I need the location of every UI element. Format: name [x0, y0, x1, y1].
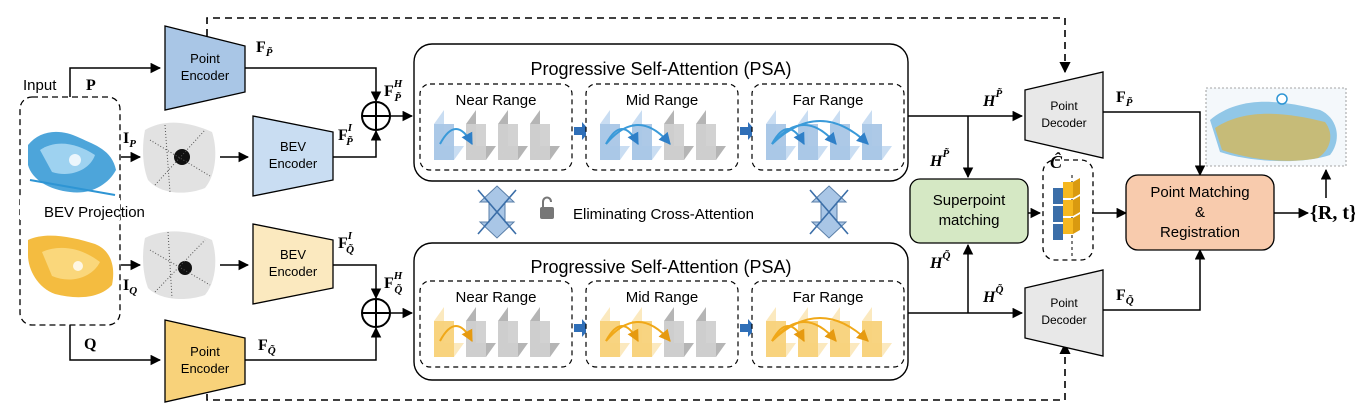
h-q-label-2: HQ̃ [982, 283, 1003, 306]
fusion-operator-bottom [361, 298, 391, 328]
bev-image-q-label: IQ [123, 277, 137, 297]
input-group: Input BEV Projection [19, 76, 145, 326]
cross-attention-icon-right [809, 185, 849, 239]
range-panels-top: Near Range Mid Range Far Range [419, 83, 905, 171]
fusion-arrows [245, 67, 414, 361]
svg-text:Encoder: Encoder [181, 68, 230, 83]
target-cloud-label: Q [84, 336, 96, 353]
bev-image-p [143, 122, 216, 193]
svg-text:Superpoint: Superpoint [933, 192, 1006, 209]
point-matching-box: Point Matching & Registration [1125, 174, 1275, 251]
point-encoder-bottom: Point Encoder [164, 319, 246, 403]
lock-icon [540, 196, 554, 219]
range-panel: Mid Range [585, 280, 739, 368]
correspondence-label: Ĉ [1050, 151, 1063, 172]
svg-text:Point: Point [1050, 296, 1078, 310]
range-panel: Near Range [419, 280, 573, 368]
psa-title-bottom: Progressive Self-Attention (PSA) [530, 257, 791, 277]
point-encoder-top: Point Encoder [164, 25, 246, 111]
skip-connections [206, 17, 1071, 401]
svg-text:matching: matching [939, 212, 1000, 229]
svg-text:Decoder: Decoder [1041, 313, 1086, 327]
svg-text:Point: Point [1050, 99, 1078, 113]
correspondence-set [1042, 159, 1094, 261]
range-label: Far Range [793, 289, 864, 306]
svg-text:Point: Point [190, 51, 220, 66]
range-panel: Near Range [419, 83, 573, 171]
psa-output-arrows [908, 110, 1332, 319]
range-label: Mid Range [626, 289, 699, 306]
range-label: Near Range [456, 92, 537, 109]
h-p-label-1: HP̃ [982, 87, 1002, 110]
svg-text:Registration: Registration [1160, 224, 1240, 241]
source-point-cloud [28, 131, 116, 196]
bev-image-p-label: IP [123, 130, 136, 150]
feat-point-q-label: FQ̃ [258, 337, 276, 357]
superpoint-matching-box: Superpoint matching [909, 178, 1029, 244]
fusion-operator-top [361, 101, 391, 131]
input-arrows [69, 62, 250, 366]
bev-image-q [143, 231, 216, 300]
psa-block-top: Progressive Self-Attention (PSA) Near Ra… [413, 43, 909, 182]
range-panel: Far Range [751, 83, 905, 171]
svg-text:Encoder: Encoder [269, 156, 318, 171]
bev-projection-label: BEV Projection [44, 204, 145, 221]
psa-title-top: Progressive Self-Attention (PSA) [530, 59, 791, 79]
cross-attention-icon-left [477, 185, 517, 239]
source-cloud-label: P [86, 77, 96, 94]
input-label: Input [23, 77, 57, 94]
range-panels-bottom: Near Range Mid Range Far Range [419, 280, 905, 368]
feat-point-p-label: FP̃ [256, 39, 273, 59]
point-decoder-bottom: Point Decoder [1024, 269, 1104, 357]
range-panel: Mid Range [585, 83, 739, 171]
range-label: Near Range [456, 289, 537, 306]
svg-text:BEV: BEV [280, 139, 306, 154]
correspondence-pairs-icon [1053, 178, 1080, 240]
range-panel: Far Range [751, 280, 905, 368]
point-decoder-top: Point Decoder [1024, 71, 1104, 159]
registered-point-cloud [1205, 87, 1347, 167]
output-label: {R, t} [1310, 202, 1355, 224]
range-label: Far Range [793, 92, 864, 109]
bev-encoder-top: BEV Encoder [252, 115, 334, 197]
bev-encoder-bottom: BEV Encoder [252, 223, 334, 305]
decoded-q-label: FQ̃ [1116, 287, 1134, 307]
eliminating-label: Eliminating Cross-Attention [573, 206, 754, 223]
h-p-label-2: HP̃ [929, 147, 949, 170]
svg-text:BEV: BEV [280, 247, 306, 262]
svg-text:Encoder: Encoder [181, 361, 230, 376]
range-label: Mid Range [626, 92, 699, 109]
decoded-p-label: FP̃ [1116, 89, 1133, 109]
svg-text:Point Matching: Point Matching [1150, 184, 1249, 201]
svg-text:Decoder: Decoder [1041, 116, 1086, 130]
h-q-label-1: HQ̃ [929, 249, 950, 272]
target-point-cloud [28, 235, 114, 298]
svg-text:&: & [1195, 204, 1205, 221]
svg-text:Encoder: Encoder [269, 264, 318, 279]
svg-text:Point: Point [190, 344, 220, 359]
psa-block-bottom: Progressive Self-Attention (PSA) Near Ra… [413, 242, 909, 381]
